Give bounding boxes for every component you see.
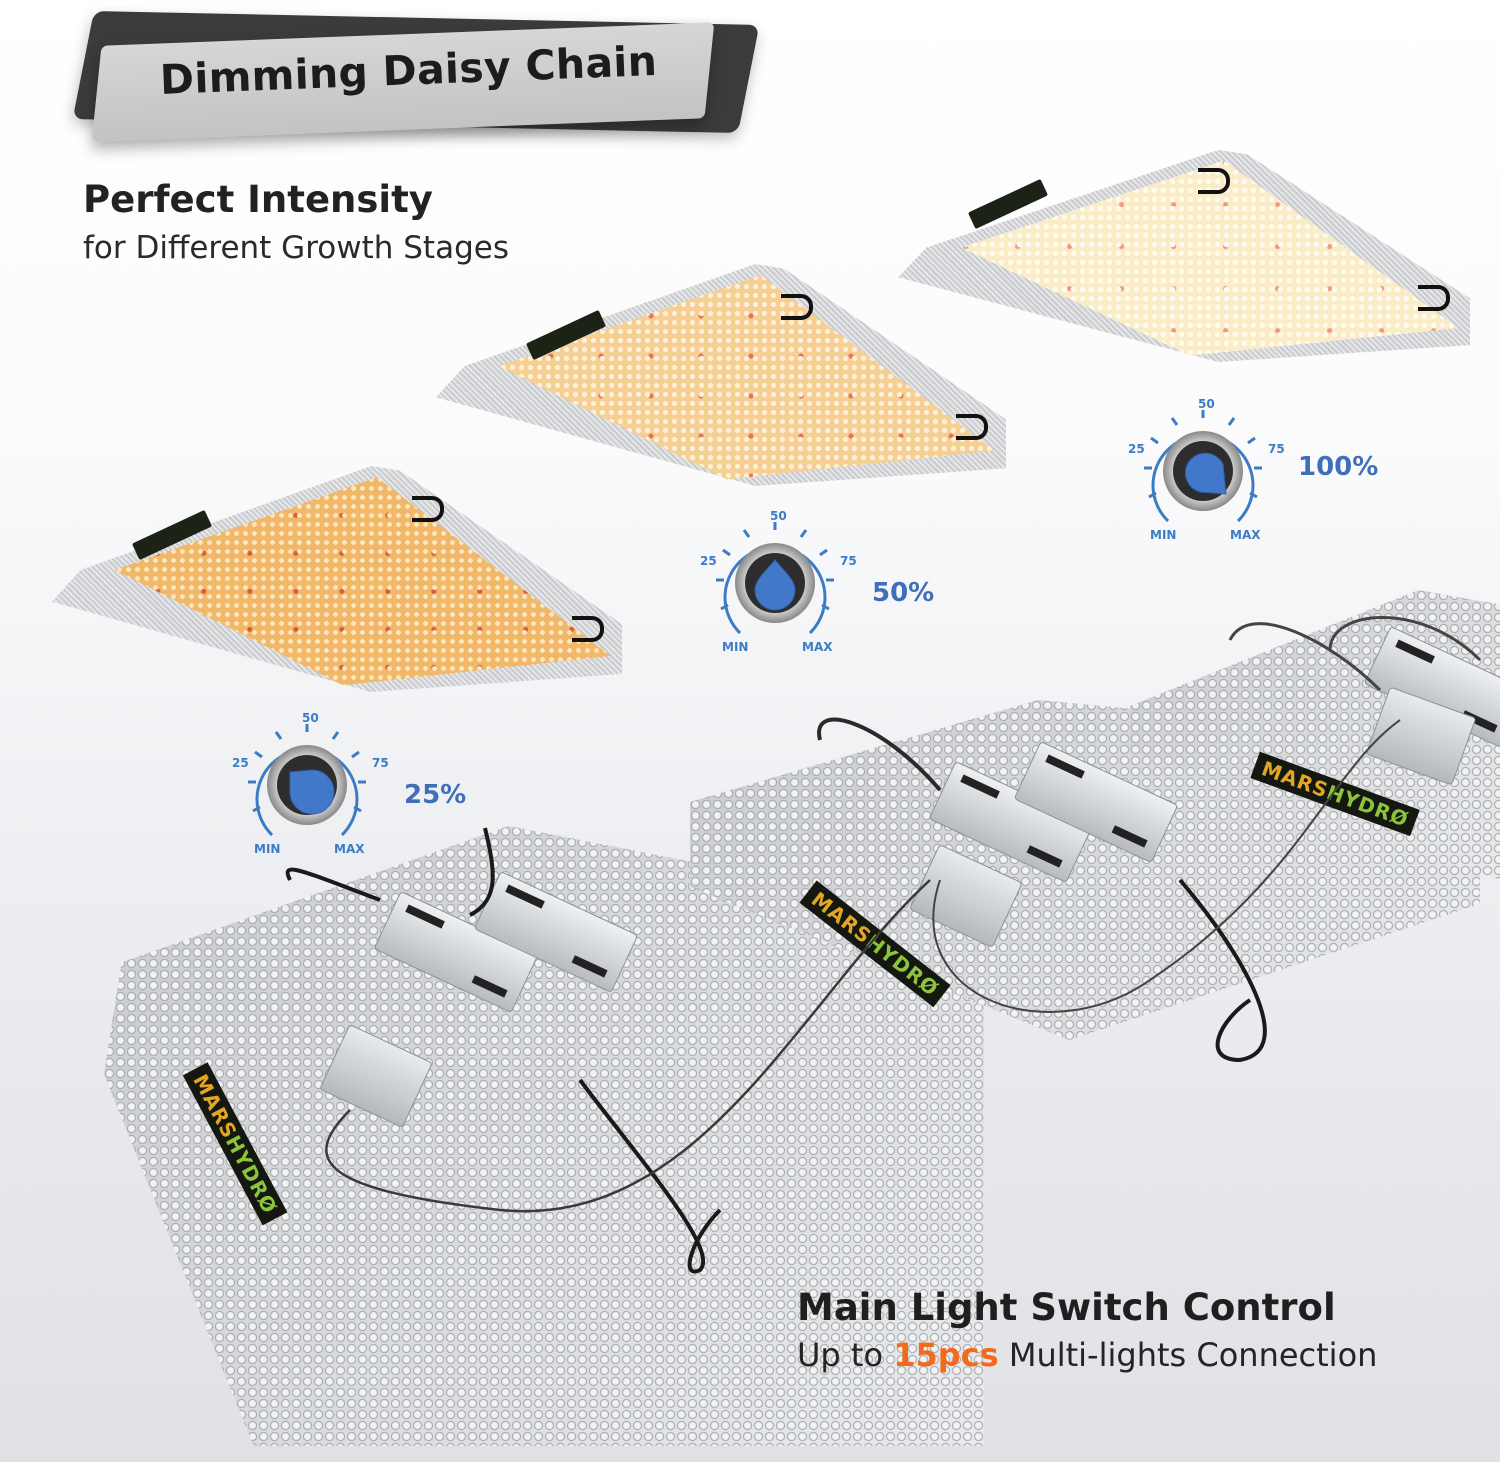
main-switch-title: Main Light Switch Control xyxy=(797,1286,1336,1329)
dial-min: MIN xyxy=(254,842,281,856)
dial-tick-50: 50 xyxy=(1198,397,1215,411)
dial-min: MIN xyxy=(1150,528,1177,542)
dial-min: MIN xyxy=(722,640,749,654)
hanging-hook-icon xyxy=(412,496,444,522)
subheadline: for Different Growth Stages xyxy=(83,230,509,266)
hanging-hook-icon xyxy=(572,616,604,642)
dial-tick-25: 25 xyxy=(1128,442,1145,456)
dial-max: MAX xyxy=(1230,528,1261,542)
dial-tick-25: 25 xyxy=(232,756,249,770)
dial-tick-75: 75 xyxy=(840,554,857,568)
caption-suffix: Multi-lights Connection xyxy=(998,1336,1378,1374)
hanging-hook-icon xyxy=(1418,285,1450,311)
dial-icon xyxy=(716,522,834,635)
caption-prefix: Up to xyxy=(797,1336,894,1374)
caption-highlight: 15pcs xyxy=(893,1336,999,1374)
dial-icon xyxy=(248,724,366,837)
dial-max: MAX xyxy=(334,842,365,856)
hanging-hook-icon xyxy=(781,294,813,320)
dimmer-dial-50: 25 50 75 MIN MAX xyxy=(700,508,857,658)
headline: Perfect Intensity xyxy=(83,178,433,221)
dial-max: MAX xyxy=(802,640,833,654)
dimmer-dial-100: 25 50 75 MIN MAX xyxy=(1128,396,1285,546)
hanging-hook-icon xyxy=(956,414,988,440)
light-panel-bright xyxy=(898,150,1470,362)
light-panel-mid xyxy=(436,264,1006,486)
dial-tick-50: 50 xyxy=(770,509,787,523)
light-panel-dim xyxy=(52,466,622,692)
intensity-label-50: 50% xyxy=(872,578,935,608)
intensity-label-25: 25% xyxy=(404,780,467,810)
dimmer-dial-25: 25 50 75 MIN MAX xyxy=(232,710,389,860)
dial-tick-75: 75 xyxy=(1268,442,1285,456)
dial-tick-25: 25 xyxy=(700,554,717,568)
dial-tick-75: 75 xyxy=(372,756,389,770)
hanging-hook-icon xyxy=(1198,168,1230,194)
dial-icon xyxy=(1144,410,1262,523)
dial-tick-50: 50 xyxy=(302,711,319,725)
intensity-label-100: 100% xyxy=(1298,452,1379,482)
connection-caption: Up to 15pcs Multi-lights Connection xyxy=(797,1336,1377,1374)
